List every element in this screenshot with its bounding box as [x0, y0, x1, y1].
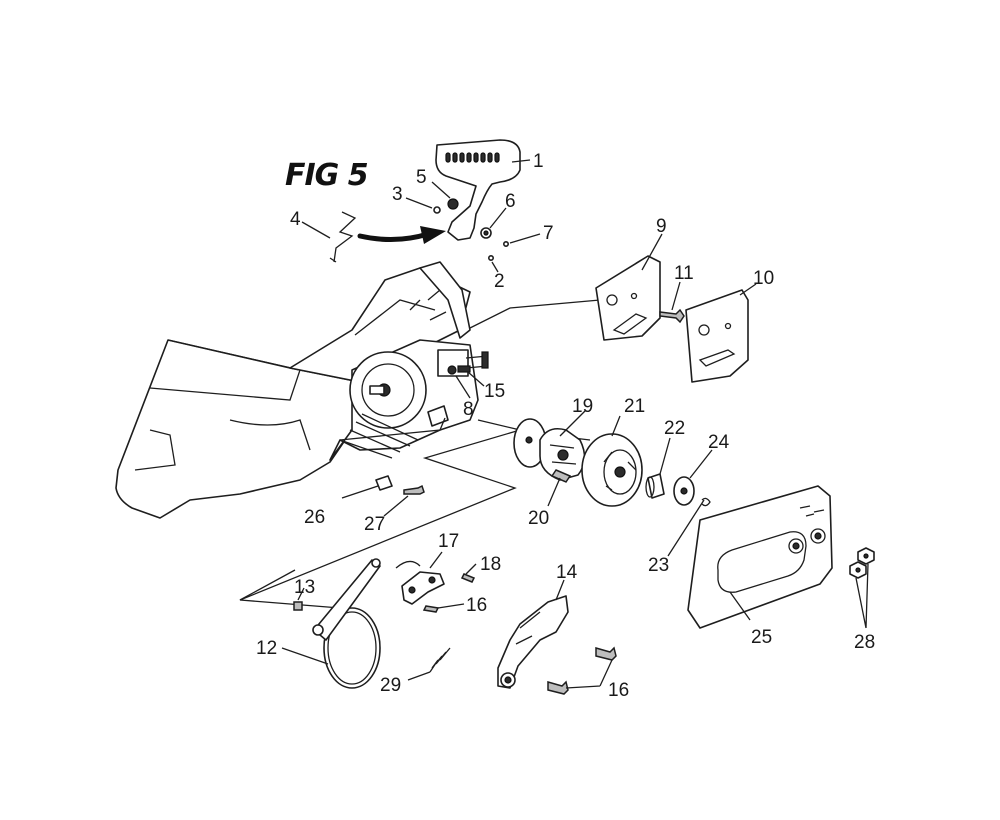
part-12-brake-band — [323, 607, 381, 689]
callout-21: 21 — [624, 396, 645, 417]
part-15-stud — [457, 365, 471, 373]
part-7-pin — [502, 241, 509, 248]
callout-17: 17 — [438, 531, 459, 552]
callout-1: 1 — [533, 151, 544, 172]
callout-12: 12 — [256, 638, 277, 659]
callout-20: 20 — [528, 508, 549, 529]
part-10-outer-plate — [685, 289, 749, 383]
callout-29: 29 — [380, 675, 401, 696]
arrow-head — [420, 226, 446, 244]
part-4-spring — [329, 211, 357, 263]
brake-band-group — [293, 558, 476, 689]
reinforcement-rib — [419, 261, 471, 339]
callout-2: 2 — [494, 271, 505, 292]
callout-14: 14 — [556, 562, 578, 583]
part-16-screw-c — [547, 680, 569, 695]
callout-16-upper: 16 — [466, 595, 487, 616]
outline-leg — [239, 569, 296, 601]
callout-23: 23 — [648, 555, 669, 576]
callout-11: 11 — [674, 263, 694, 284]
part-17-lever — [401, 571, 445, 605]
brake-handle-assembly — [329, 139, 521, 263]
callout-13: 13 — [294, 577, 315, 598]
clutch-shoe — [550, 469, 572, 483]
part-16-screw-b — [595, 646, 617, 661]
callout-28: 28 — [854, 632, 875, 653]
part-25-side-cover — [687, 485, 833, 629]
callout-9: 9 — [656, 216, 667, 237]
callout-19: 19 — [572, 396, 593, 417]
callout-24: 24 — [708, 432, 730, 453]
chain-brake-group — [497, 595, 617, 695]
callout-26: 26 — [304, 507, 325, 528]
callout-16-lower: 16 — [608, 680, 629, 701]
part-22-bearing — [647, 473, 665, 499]
part-1-brake-handle — [435, 139, 521, 241]
part-18-pin — [460, 573, 476, 583]
part-29-spring — [429, 647, 451, 673]
chainsaw-body — [115, 261, 489, 519]
part-27-screw — [403, 484, 425, 495]
callout-5: 5 — [416, 167, 427, 188]
part-13-rivet — [293, 601, 303, 611]
callout-27: 27 — [364, 514, 385, 535]
figure-title: FIG 5 — [285, 158, 368, 193]
part-11-bolt — [659, 308, 685, 324]
callout-15: 15 — [484, 381, 505, 402]
leader-lines — [281, 159, 869, 689]
bar-stud — [481, 351, 489, 369]
part-9-inner-plate — [595, 255, 661, 341]
callout-7: 7 — [543, 223, 554, 244]
callout-6: 6 — [505, 191, 516, 212]
callout-22: 22 — [664, 418, 685, 439]
callout-10: 10 — [753, 268, 774, 289]
callout-8: 8 — [463, 399, 474, 420]
callout-3: 3 — [392, 184, 403, 205]
part-21-drum — [581, 433, 643, 507]
part-23-clip — [701, 497, 711, 507]
assembly-outline — [239, 419, 523, 609]
part-2-pin — [487, 255, 494, 262]
part-26-bracket — [375, 475, 393, 491]
bar-plates — [595, 255, 749, 383]
callout-25: 25 — [751, 627, 772, 648]
brake-band-arm — [313, 559, 381, 641]
part-16-screw-a — [422, 605, 440, 613]
handle-grip-slots — [445, 152, 500, 163]
body-to-plate-leader — [469, 299, 601, 329]
sprocket-cover — [687, 485, 875, 629]
part-8-adjuster — [447, 365, 457, 375]
shaft-stub — [369, 385, 385, 395]
callout-labels: 1 2 3 4 5 6 7 8 9 10 11 12 13 14 15 16 1… — [256, 151, 875, 701]
part-5-nut — [447, 198, 459, 210]
chain-catcher — [427, 405, 449, 427]
callout-4: 4 — [290, 209, 301, 230]
clutch-group — [513, 418, 711, 507]
part-3-clip — [433, 206, 441, 214]
callout-18: 18 — [480, 554, 501, 575]
assembly-arrow — [357, 231, 431, 243]
